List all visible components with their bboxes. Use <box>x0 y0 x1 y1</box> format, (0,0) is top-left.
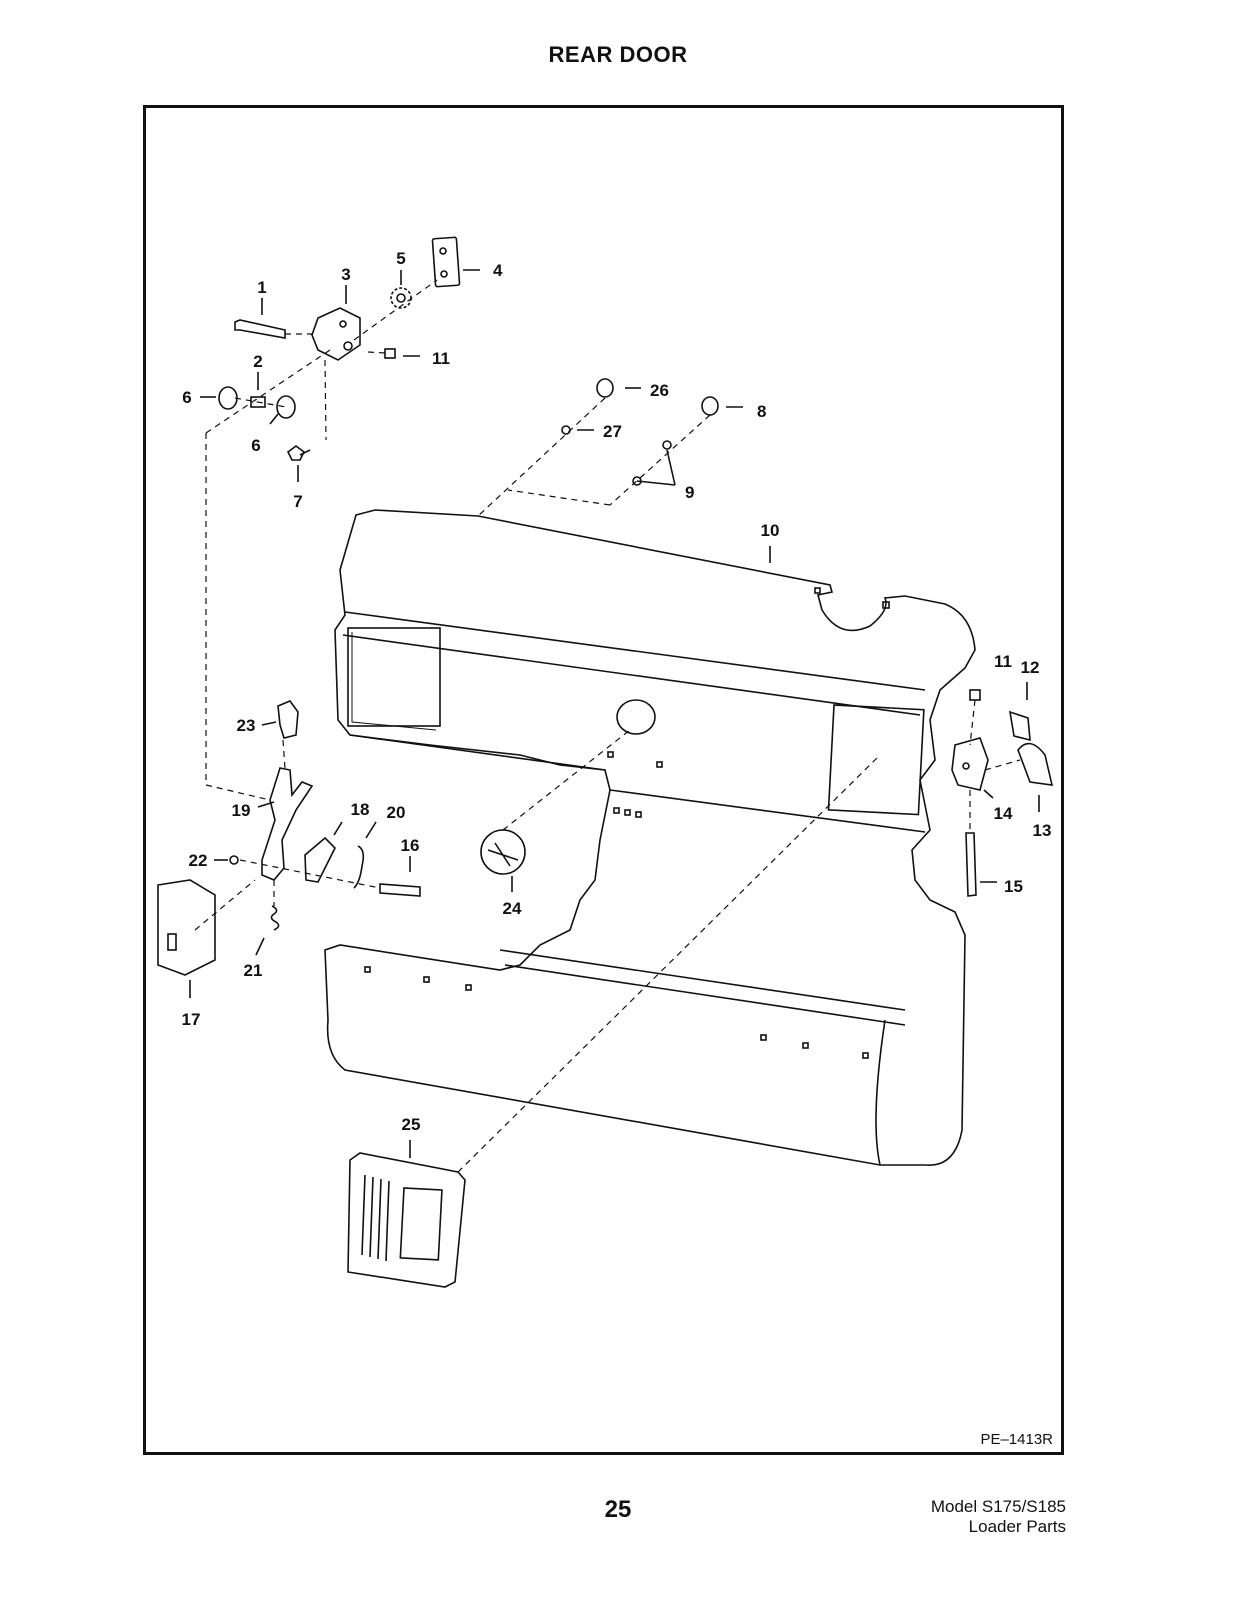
callout-7: 7 <box>293 492 302 511</box>
callout-23: 23 <box>237 716 256 735</box>
page-number: 25 <box>604 1496 632 1523</box>
diagram-frame: PE–1413R <box>143 105 1064 1455</box>
door-panel <box>324 509 976 1166</box>
page-title: REAR DOOR <box>548 42 688 67</box>
callout-19: 19 <box>232 801 251 820</box>
callout-13: 13 <box>1033 821 1052 840</box>
callout-15: 15 <box>1004 877 1023 896</box>
callout-16: 16 <box>401 836 420 855</box>
callout-4: 4 <box>493 261 503 280</box>
callout-27: 27 <box>603 422 622 441</box>
callout-26: 26 <box>650 381 669 400</box>
callout-21: 21 <box>244 961 263 980</box>
callout-11-right: 11 <box>994 652 1012 671</box>
callout-6-upper: 6 <box>182 388 191 407</box>
callout-20: 20 <box>387 803 406 822</box>
footer-parts: Loader Parts <box>968 1517 1066 1536</box>
callout-2: 2 <box>253 352 262 371</box>
callout-24: 24 <box>503 899 522 918</box>
callout-10: 10 <box>761 521 780 540</box>
callout-11-upper: 11 <box>432 349 450 368</box>
callout-3: 3 <box>341 265 350 284</box>
callout-22: 22 <box>189 851 208 870</box>
footer-model-info: Model S175/S185 Loader Parts <box>931 1497 1066 1537</box>
callout-25: 25 <box>402 1115 421 1134</box>
callout-9: 9 <box>685 483 694 502</box>
callout-1: 1 <box>257 278 266 297</box>
callout-5: 5 <box>396 249 405 268</box>
footer-model: Model S175/S185 <box>930 1497 1066 1516</box>
drawing-number: PE–1413R <box>980 1431 1053 1448</box>
callout-17: 17 <box>182 1010 201 1029</box>
callout-12: 12 <box>1021 658 1040 677</box>
callout-8: 8 <box>757 402 766 421</box>
callout-6-lower: 6 <box>251 436 260 455</box>
callout-14: 14 <box>994 804 1013 823</box>
callout-18: 18 <box>351 800 370 819</box>
